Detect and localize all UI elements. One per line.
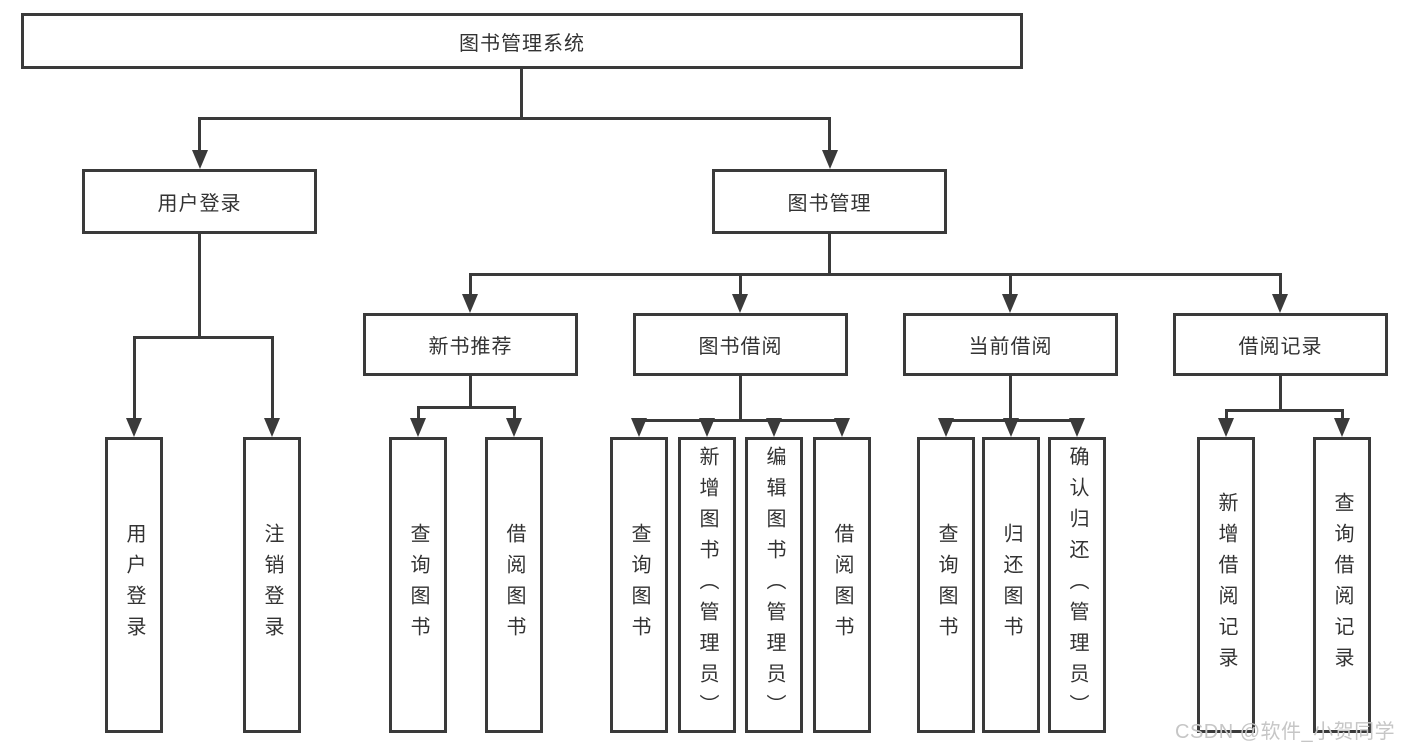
- leaf-borrow-add-book-admin-label: 新增图书（管理员）: [696, 445, 718, 725]
- leaf-current-query-book-label: 查询图书: [935, 523, 957, 647]
- arrow-down-icon: [699, 418, 715, 437]
- connector-user-login-drop: [198, 234, 201, 338]
- arrow-down-icon: [732, 294, 748, 313]
- leaf-current-confirm-return-admin-label: 确认归还（管理员）: [1066, 445, 1088, 725]
- leaf-current-return-book-label: 归还图书: [1000, 523, 1022, 647]
- leaf-records-add-record-label: 新增借阅记录: [1215, 492, 1237, 678]
- leaf-records-query-record: 查询借阅记录: [1313, 437, 1371, 733]
- arrow-down-icon: [1069, 418, 1085, 437]
- connector-to-new-book: [469, 273, 472, 296]
- arrow-down-icon: [822, 150, 838, 169]
- connector-stub: [1341, 409, 1344, 420]
- connector-user-login-branch: [133, 336, 274, 339]
- connector-current-borrow-drop: [1009, 376, 1012, 421]
- leaf-newbook-borrow-book-label: 借阅图书: [503, 523, 525, 647]
- node-book-management-label: 图书管理: [787, 193, 872, 215]
- arrow-down-icon: [1334, 418, 1350, 437]
- leaf-borrow-borrow-book-label: 借阅图书: [831, 523, 853, 647]
- connector-stub: [417, 406, 420, 420]
- node-borrow-records-label: 借阅记录: [1238, 336, 1323, 358]
- connector-book-management-drop: [828, 234, 831, 275]
- leaf-borrow-borrow-book: 借阅图书: [813, 437, 871, 733]
- node-book-borrow-label: 图书借阅: [698, 336, 783, 358]
- connector-borrow-records-drop: [1279, 376, 1282, 411]
- leaf-newbook-query-book-label: 查询图书: [407, 523, 429, 647]
- connector-to-current-borrow: [1009, 273, 1012, 296]
- node-borrow-records: 借阅记录: [1173, 313, 1388, 376]
- node-new-book-recommend-label: 新书推荐: [428, 336, 513, 358]
- leaf-borrow-query-book: 查询图书: [610, 437, 668, 733]
- leaf-user-login-label: 用户登录: [123, 523, 145, 647]
- arrow-down-icon: [631, 418, 647, 437]
- leaf-logout: 注销登录: [243, 437, 301, 733]
- connector-root-drop: [520, 69, 523, 117]
- connector-root-branch: [198, 117, 831, 120]
- arrow-down-icon: [192, 150, 208, 169]
- arrow-down-icon: [1218, 418, 1234, 437]
- connector-to-leaf-user-login: [133, 336, 136, 420]
- connector-stub: [513, 406, 516, 420]
- arrow-down-icon: [1272, 294, 1288, 313]
- arrow-down-icon: [834, 418, 850, 437]
- leaf-logout-label: 注销登录: [261, 523, 283, 647]
- connector-borrow-records-branch: [1225, 409, 1344, 412]
- connector-to-leaf-logout: [271, 336, 274, 420]
- node-new-book-recommend: 新书推荐: [363, 313, 578, 376]
- node-root: 图书管理系统: [21, 13, 1023, 69]
- arrow-down-icon: [264, 418, 280, 437]
- connector-new-book-drop: [469, 376, 472, 408]
- node-user-login-label: 用户登录: [157, 193, 242, 215]
- node-current-borrow: 当前借阅: [903, 313, 1118, 376]
- connector-book-management-branch: [469, 273, 1282, 276]
- leaf-current-return-book: 归还图书: [982, 437, 1040, 733]
- arrow-down-icon: [766, 418, 782, 437]
- connector-book-borrow-branch: [638, 419, 844, 422]
- arrow-down-icon: [1002, 294, 1018, 313]
- connector-stub: [1225, 409, 1228, 420]
- arrow-down-icon: [506, 418, 522, 437]
- arrow-down-icon: [938, 418, 954, 437]
- connector-to-book-management: [828, 117, 831, 153]
- connector-to-book-borrow: [739, 273, 742, 296]
- node-current-borrow-label: 当前借阅: [968, 336, 1053, 358]
- arrow-down-icon: [462, 294, 478, 313]
- connector-new-book-branch: [417, 406, 516, 409]
- csdn-watermark: CSDN @软件_小贺同学: [1175, 721, 1396, 743]
- connector-book-borrow-drop: [739, 376, 742, 421]
- arrow-down-icon: [410, 418, 426, 437]
- leaf-borrow-edit-book-admin-label: 编辑图书（管理员）: [763, 445, 785, 725]
- connector-to-user-login: [198, 117, 201, 153]
- arrow-down-icon: [1003, 418, 1019, 437]
- node-root-label: 图书管理系统: [459, 32, 585, 55]
- leaf-borrow-query-book-label: 查询图书: [628, 523, 650, 647]
- leaf-borrow-add-book-admin: 新增图书（管理员）: [678, 437, 736, 733]
- node-book-management: 图书管理: [712, 169, 947, 234]
- leaf-borrow-edit-book-admin: 编辑图书（管理员）: [745, 437, 803, 733]
- node-book-borrow: 图书借阅: [633, 313, 848, 376]
- leaf-records-query-record-label: 查询借阅记录: [1331, 492, 1353, 678]
- leaf-user-login: 用户登录: [105, 437, 163, 733]
- leaf-newbook-query-book: 查询图书: [389, 437, 447, 733]
- leaf-records-add-record: 新增借阅记录: [1197, 437, 1255, 733]
- leaf-current-query-book: 查询图书: [917, 437, 975, 733]
- arrow-down-icon: [126, 418, 142, 437]
- leaf-current-confirm-return-admin: 确认归还（管理员）: [1048, 437, 1106, 733]
- connector-to-borrow-records: [1279, 273, 1282, 296]
- node-user-login: 用户登录: [82, 169, 317, 234]
- leaf-newbook-borrow-book: 借阅图书: [485, 437, 543, 733]
